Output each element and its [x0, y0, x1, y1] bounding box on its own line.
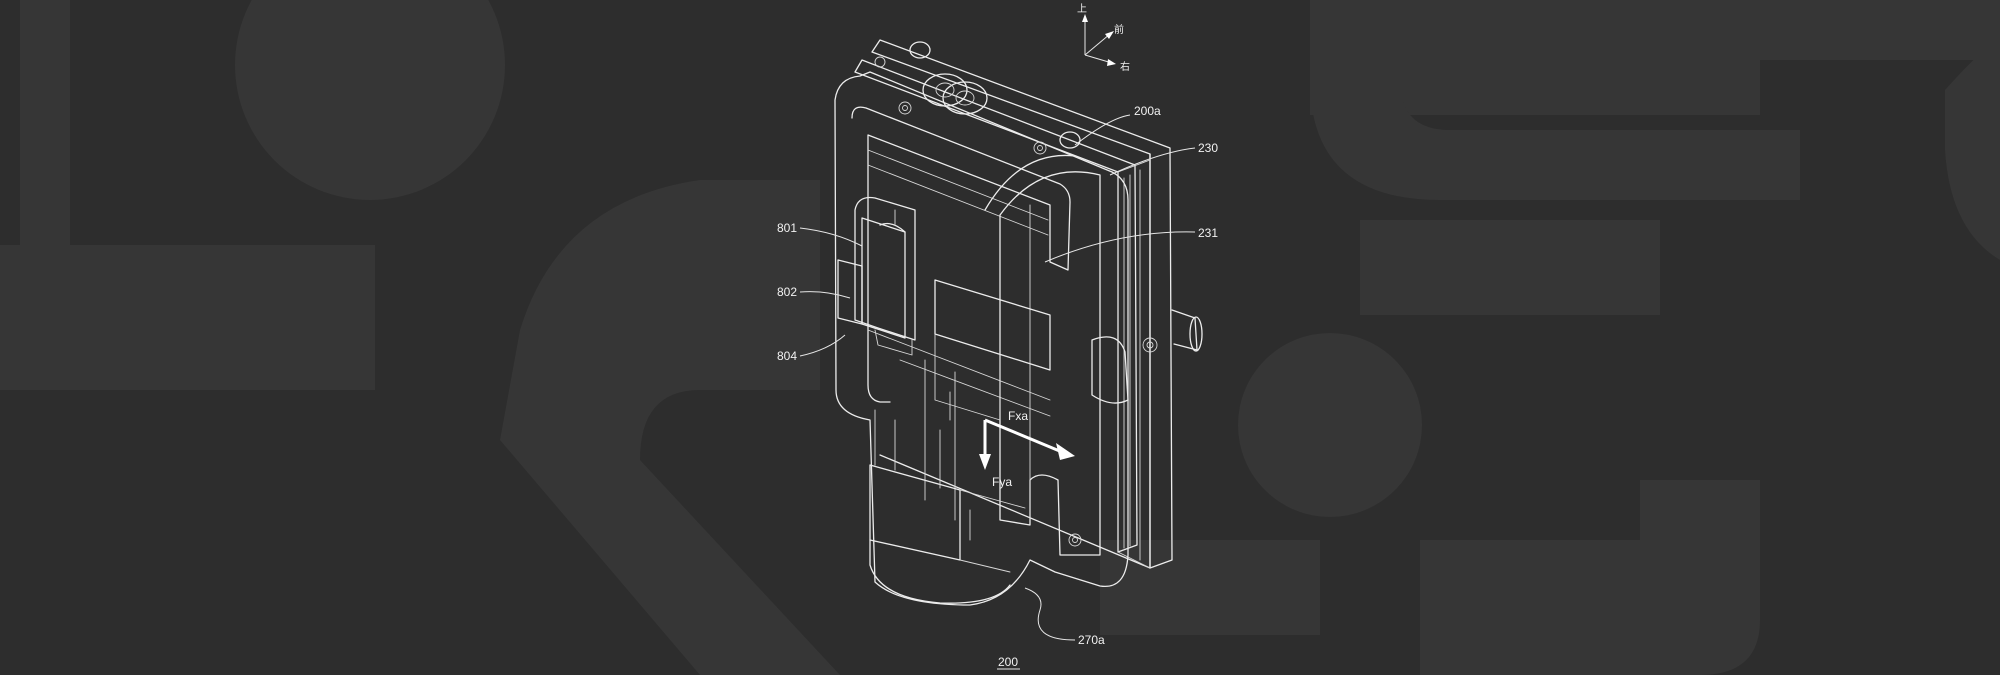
orientation-right-label: 右	[1120, 60, 1130, 73]
ref-label-230: 230	[1198, 141, 1218, 155]
force-arrow-y-head	[979, 454, 991, 470]
ref-label-231: 231	[1198, 226, 1218, 240]
reference-leaders	[799, 114, 1196, 641]
ref-label-802: 802	[777, 285, 797, 299]
force-arrow-x-head	[1056, 443, 1075, 460]
force-arrow-x	[984, 418, 1063, 454]
force-arrows	[979, 418, 1075, 470]
force-label-fya: Fya	[992, 475, 1012, 489]
ref-label-801: 801	[777, 221, 797, 235]
figure-number: 200	[998, 655, 1018, 669]
ref-label-270a: 270a	[1078, 633, 1105, 647]
orientation-front-label: 前	[1114, 23, 1124, 36]
ref-label-804: 804	[777, 349, 797, 363]
device-body	[834, 39, 1203, 606]
orientation-indicator	[1082, 14, 1116, 66]
force-label-fxa: Fxa	[1008, 409, 1028, 423]
orientation-up-label: 上	[1077, 3, 1087, 15]
ref-label-200a: 200a	[1134, 104, 1161, 118]
